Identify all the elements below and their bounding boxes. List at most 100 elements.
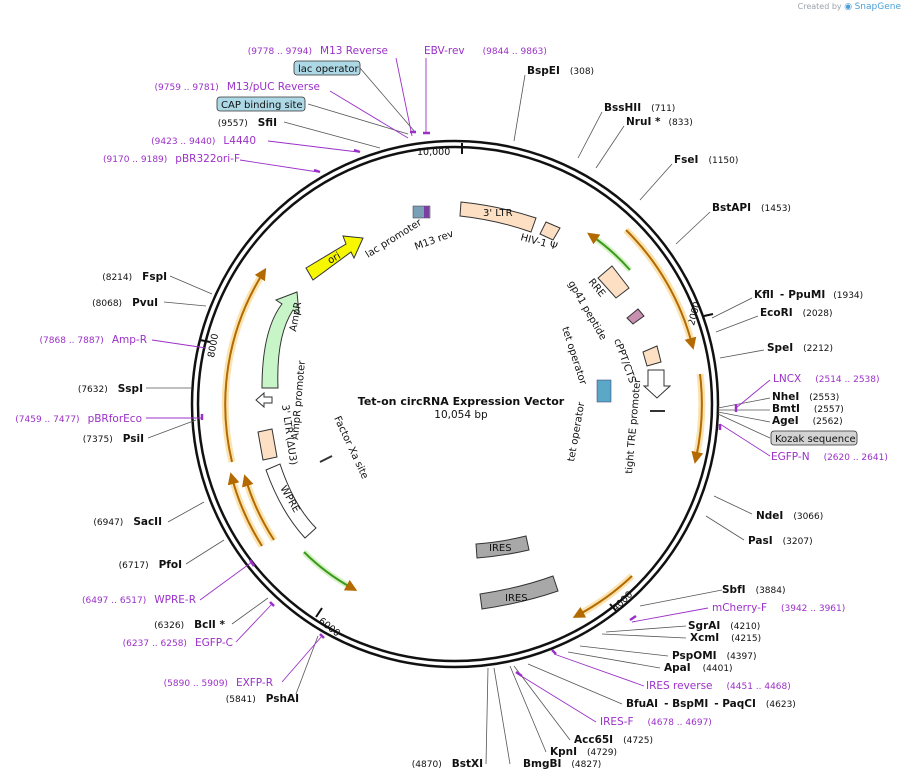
feature-label: M13 rev [413, 229, 455, 253]
feature-label: tet operator [566, 400, 587, 462]
box-label: Kozak sequence [775, 434, 856, 445]
plasmid-size: 10,054 bp [434, 409, 488, 421]
callout-line [579, 645, 669, 657]
primer-mark [269, 601, 275, 607]
primer-label: LNCX(2514 .. 2538) [773, 373, 880, 385]
primer-mark [319, 633, 325, 639]
feature-factor-xa [319, 455, 333, 463]
tick-mark [609, 603, 618, 613]
feature-tet-operator [596, 379, 612, 403]
feature-label: 3' LTR [483, 208, 513, 219]
primer-label: (9759 .. 9781)M13/pUC Reverse [155, 81, 320, 93]
primer-callout-line [151, 339, 207, 349]
primer-label: (6497 .. 6517)WPRE-R [82, 594, 196, 606]
primer-label: EGFP-N(2620 .. 2641) [771, 451, 888, 463]
primer-mark [353, 148, 361, 154]
enzyme-callouts [146, 67, 771, 765]
callout-line [147, 419, 197, 439]
enzyme-label: FseI(1150) [674, 154, 738, 166]
primer-label: (5890 .. 5909)EXFP-R [164, 677, 273, 689]
feature-wpre [265, 463, 317, 539]
callout-line [513, 74, 526, 142]
primer-callout-line [517, 673, 597, 723]
enzyme-label: (7632)SspI [78, 383, 143, 395]
callout-line [485, 667, 489, 765]
enzyme-label: SgrAI(4210) [688, 620, 760, 632]
box-cap-binding-site [216, 96, 306, 112]
feature-rre [597, 265, 630, 299]
feature-arrow [572, 575, 633, 618]
callout-line [359, 67, 416, 133]
enzyme-label: NdeI(3066) [756, 510, 823, 522]
enzyme-label: (9557)SfiI [218, 117, 277, 129]
callout-line [719, 349, 765, 359]
primer-label: (9778 .. 9794)M13 Reverse [248, 45, 388, 57]
tick-mark [199, 339, 211, 343]
primer-label: IRES reverse(4451 .. 4468) [646, 680, 791, 692]
feature-arrow-halo [301, 549, 354, 591]
box-lac-operator [293, 60, 361, 76]
callout-line [711, 297, 753, 319]
callout-line [717, 397, 771, 409]
primer-mark [629, 614, 637, 622]
primer-callout-line [631, 607, 709, 623]
feature-gp41 [626, 308, 645, 325]
primer-mark [313, 168, 321, 174]
callout-line [595, 125, 625, 169]
primer-callout-line [235, 603, 273, 643]
enzyme-label: BspEI(308) [527, 65, 594, 77]
tick-mark [315, 607, 323, 618]
feature-label: IRES [489, 543, 512, 554]
enzyme-label: BssHII(711) [604, 102, 675, 114]
feature-arrow [224, 267, 267, 463]
primer-label: mCherry-F(3942 .. 3961) [712, 602, 845, 614]
callout-line [713, 495, 753, 515]
enzyme-label: EcoRI(2028) [760, 307, 833, 319]
callout-line [307, 103, 409, 135]
snapgene-watermark: Created by ◉ SnapGene [797, 2, 901, 12]
primer-mark [515, 670, 523, 678]
enzyme-label: BfuAI- BspMI- PaqCI(4623) [626, 698, 796, 710]
enzyme-label: SbfI(3884) [722, 584, 786, 596]
enzyme-label: (5841)PshAI [226, 693, 299, 705]
enzyme-label: (8214)FspI [102, 271, 167, 283]
backbone-outer [190, 139, 720, 669]
callout-line [185, 539, 225, 565]
primer-marks [200, 130, 738, 678]
enzyme-label: (6947)SacII [93, 516, 162, 528]
callout-line [639, 163, 673, 201]
callout-line [283, 121, 381, 149]
feature-ori [305, 235, 364, 281]
feature-arrow [625, 229, 697, 350]
callout-line [601, 633, 687, 639]
callout-line [231, 597, 269, 625]
primer-callout-line [199, 561, 253, 601]
feature-m13-block [424, 206, 429, 218]
feature-arrow [242, 474, 275, 541]
feature-label: lac promoter [364, 217, 425, 261]
primer-label: IRES-F(4678 .. 4697) [600, 716, 712, 728]
callout-line [639, 589, 723, 607]
enzyme-label: AgeI(2562) [772, 415, 843, 427]
primer-callout-line [395, 57, 413, 137]
callout-line [717, 411, 771, 423]
primer-label: (6237 .. 6258)EGFP-C [123, 637, 233, 649]
enzyme-label: BmtI(2557) [772, 403, 844, 415]
tick-mark [703, 313, 714, 317]
box-label: lac operator [298, 64, 359, 75]
feature-arrow-halo [221, 271, 266, 463]
feature-cppt [642, 345, 662, 367]
enzyme-label: NheI(2553) [772, 391, 839, 403]
enzyme-label: NruI *(833) [626, 116, 693, 128]
box-label: CAP binding site [221, 100, 303, 111]
feature-ires [475, 535, 530, 559]
feature-ires [479, 575, 559, 610]
enzyme-label: SpeI(2212) [767, 342, 833, 354]
enzyme-label: BstAPI(1453) [712, 202, 791, 214]
primer-callout-line [267, 140, 359, 153]
tick-label: 10,000 [417, 147, 450, 158]
primer-callout-line [719, 423, 771, 457]
enzyme-label: (6717)PfoI [119, 559, 182, 571]
enzyme-label: Acc65I(4725) [574, 734, 653, 746]
